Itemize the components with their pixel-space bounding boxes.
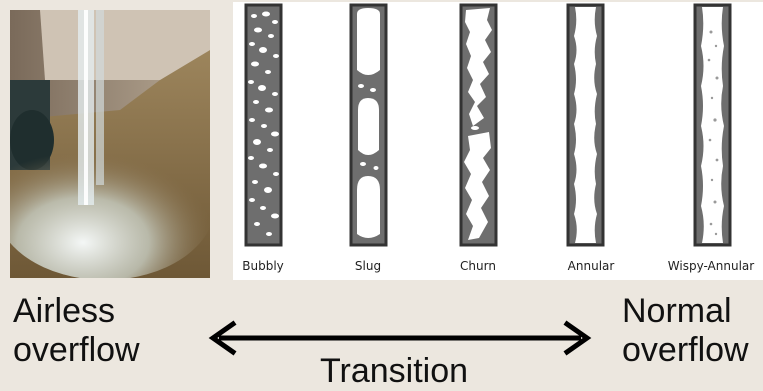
normal-label-line2: overflow <box>622 331 749 370</box>
label-bubbly: Bubbly <box>242 259 284 273</box>
label-wispy-annular: Wispy-Annular <box>668 259 754 273</box>
airless-overflow-label: Airless overflow <box>13 292 140 370</box>
normal-overflow-label: Normal overflow <box>622 292 749 370</box>
airless-label-line2: overflow <box>13 331 140 370</box>
normal-label-line1: Normal <box>622 292 749 331</box>
label-slug: Slug <box>355 259 381 273</box>
bubbly-pipe <box>246 5 281 245</box>
flow-regime-diagram: Bubbly Slug Churn Annular Wispy-Annular <box>233 2 763 280</box>
label-annular: Annular <box>568 259 615 273</box>
airless-overflow-photo <box>10 10 210 278</box>
transition-label: Transition <box>320 352 468 391</box>
churn-pipe <box>461 5 496 245</box>
annular-pipe <box>568 5 603 245</box>
airless-label-line1: Airless <box>13 292 140 331</box>
wispy-annular-pipe <box>695 5 730 245</box>
label-churn: Churn <box>460 259 496 273</box>
slug-pipe <box>351 5 386 245</box>
